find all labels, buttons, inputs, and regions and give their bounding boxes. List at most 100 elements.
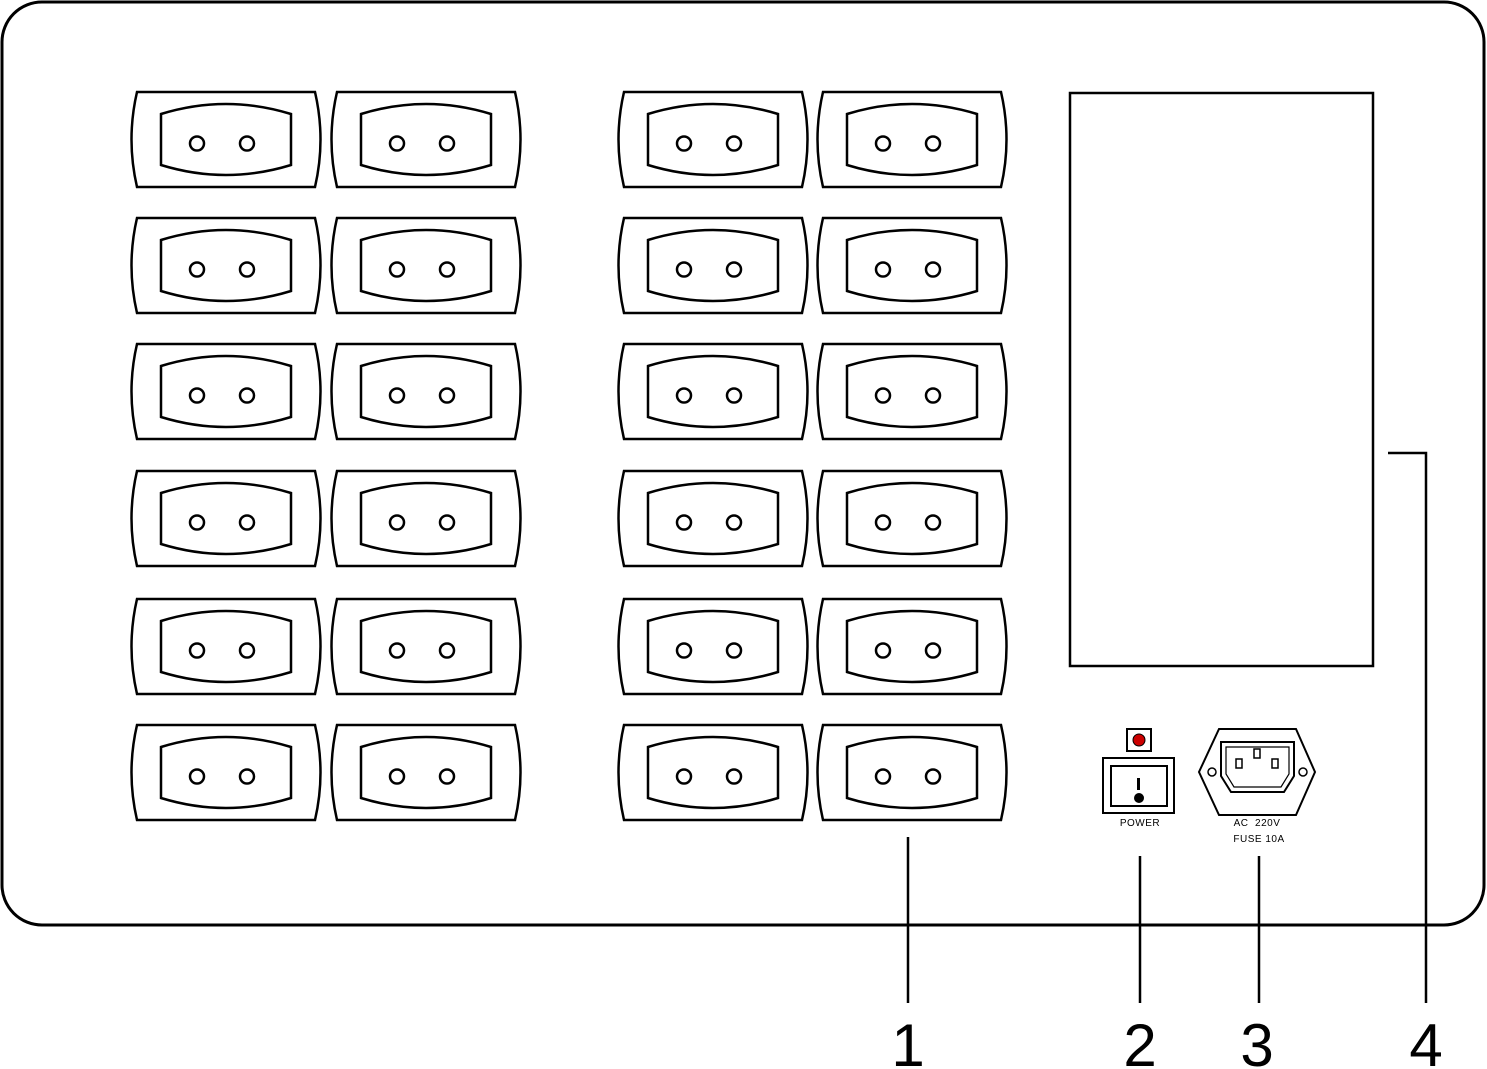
socket-pin-hole-icon <box>924 768 942 785</box>
socket-pin-hole-icon <box>188 261 206 278</box>
socket-pin-hole-icon <box>188 135 206 152</box>
socket-pin-hole-icon <box>388 387 406 404</box>
socket-recess <box>159 228 293 303</box>
socket-pin-hole-icon <box>725 514 743 531</box>
label-plate <box>1068 91 1375 668</box>
ac-inlet-screw-left-icon <box>1207 767 1217 777</box>
socket-recess <box>359 102 493 177</box>
power-on-mark-icon <box>1137 778 1140 790</box>
socket-pin-hole-icon <box>675 387 693 404</box>
power-socket[interactable] <box>617 90 809 189</box>
power-socket[interactable] <box>617 342 809 441</box>
socket-pin-hole-icon <box>388 261 406 278</box>
socket-pin-hole-icon <box>388 768 406 785</box>
socket-recess <box>845 735 979 810</box>
callout-number-1: 1 <box>891 1012 924 1069</box>
power-socket[interactable] <box>330 216 522 315</box>
socket-pin-hole-icon <box>188 768 206 785</box>
power-socket[interactable] <box>816 469 1008 568</box>
socket-pin-hole-icon <box>438 135 456 152</box>
power-socket[interactable] <box>330 723 522 822</box>
power-indicator-led <box>1132 733 1146 747</box>
socket-pin-hole-icon <box>675 514 693 531</box>
power-socket[interactable] <box>816 342 1008 441</box>
socket-pin-hole-icon <box>924 261 942 278</box>
power-socket[interactable] <box>130 342 322 441</box>
socket-recess <box>646 228 780 303</box>
socket-pin-hole-icon <box>438 768 456 785</box>
power-socket[interactable] <box>130 469 322 568</box>
power-socket[interactable] <box>816 216 1008 315</box>
socket-pin-hole-icon <box>388 514 406 531</box>
socket-pin-hole-icon <box>188 387 206 404</box>
socket-pin-hole-icon <box>874 768 892 785</box>
socket-recess <box>359 354 493 429</box>
ac-inlet-pin-right-icon <box>1271 758 1279 769</box>
socket-pin-hole-icon <box>388 642 406 659</box>
socket-pin-hole-icon <box>874 514 892 531</box>
power-socket[interactable] <box>130 216 322 315</box>
power-switch[interactable]: POWER <box>1102 728 1175 829</box>
callout-leader-4 <box>1388 451 1428 1003</box>
socket-recess <box>845 102 979 177</box>
socket-recess <box>845 609 979 684</box>
power-socket[interactable] <box>816 597 1008 696</box>
power-socket[interactable] <box>617 216 809 315</box>
power-socket[interactable] <box>130 723 322 822</box>
socket-pin-hole-icon <box>238 387 256 404</box>
socket-recess <box>845 228 979 303</box>
socket-pin-hole-icon <box>675 261 693 278</box>
socket-pin-hole-icon <box>188 642 206 659</box>
power-socket[interactable] <box>330 342 522 441</box>
socket-pin-hole-icon <box>438 514 456 531</box>
socket-recess <box>359 228 493 303</box>
ac-inlet-screw-right-icon <box>1298 767 1308 777</box>
socket-recess <box>845 481 979 556</box>
socket-pin-hole-icon <box>874 135 892 152</box>
socket-pin-hole-icon <box>238 135 256 152</box>
power-socket[interactable] <box>330 469 522 568</box>
socket-pin-hole-icon <box>675 642 693 659</box>
socket-recess <box>646 735 780 810</box>
power-socket[interactable] <box>816 723 1008 822</box>
socket-recess <box>159 609 293 684</box>
socket-pin-hole-icon <box>238 642 256 659</box>
socket-pin-hole-icon <box>438 387 456 404</box>
socket-pin-hole-icon <box>188 514 206 531</box>
socket-recess <box>646 102 780 177</box>
callout-number-2: 2 <box>1123 1012 1156 1069</box>
socket-pin-hole-icon <box>675 768 693 785</box>
socket-recess <box>159 102 293 177</box>
power-socket[interactable] <box>617 723 809 822</box>
power-socket[interactable] <box>617 469 809 568</box>
socket-pin-hole-icon <box>924 135 942 152</box>
ac-inlet-pin-ground-icon <box>1253 748 1261 759</box>
ac-inlet-pin-left-icon <box>1235 758 1243 769</box>
socket-pin-hole-icon <box>238 768 256 785</box>
ac-inlet-caption-voltage: AC 220V <box>1234 818 1281 829</box>
ac-inlet-receptacle-inner <box>1225 746 1290 788</box>
socket-pin-hole-icon <box>725 642 743 659</box>
socket-pin-hole-icon <box>675 135 693 152</box>
power-socket[interactable] <box>330 90 522 189</box>
socket-pin-hole-icon <box>388 135 406 152</box>
power-socket[interactable] <box>816 90 1008 189</box>
socket-pin-hole-icon <box>874 261 892 278</box>
power-socket[interactable] <box>617 597 809 696</box>
power-socket[interactable] <box>330 597 522 696</box>
socket-recess <box>646 481 780 556</box>
ac-power-inlet[interactable]: AC 220V FUSE 10A <box>1197 728 1317 845</box>
socket-pin-hole-icon <box>725 135 743 152</box>
socket-pin-hole-icon <box>924 514 942 531</box>
power-socket[interactable] <box>130 90 322 189</box>
power-socket[interactable] <box>130 597 322 696</box>
socket-pin-hole-icon <box>725 768 743 785</box>
socket-recess <box>359 481 493 556</box>
socket-pin-hole-icon <box>725 261 743 278</box>
socket-recess <box>159 354 293 429</box>
socket-recess <box>845 354 979 429</box>
power-switch-caption: POWER <box>1120 818 1160 829</box>
socket-recess <box>359 609 493 684</box>
socket-pin-hole-icon <box>725 387 743 404</box>
